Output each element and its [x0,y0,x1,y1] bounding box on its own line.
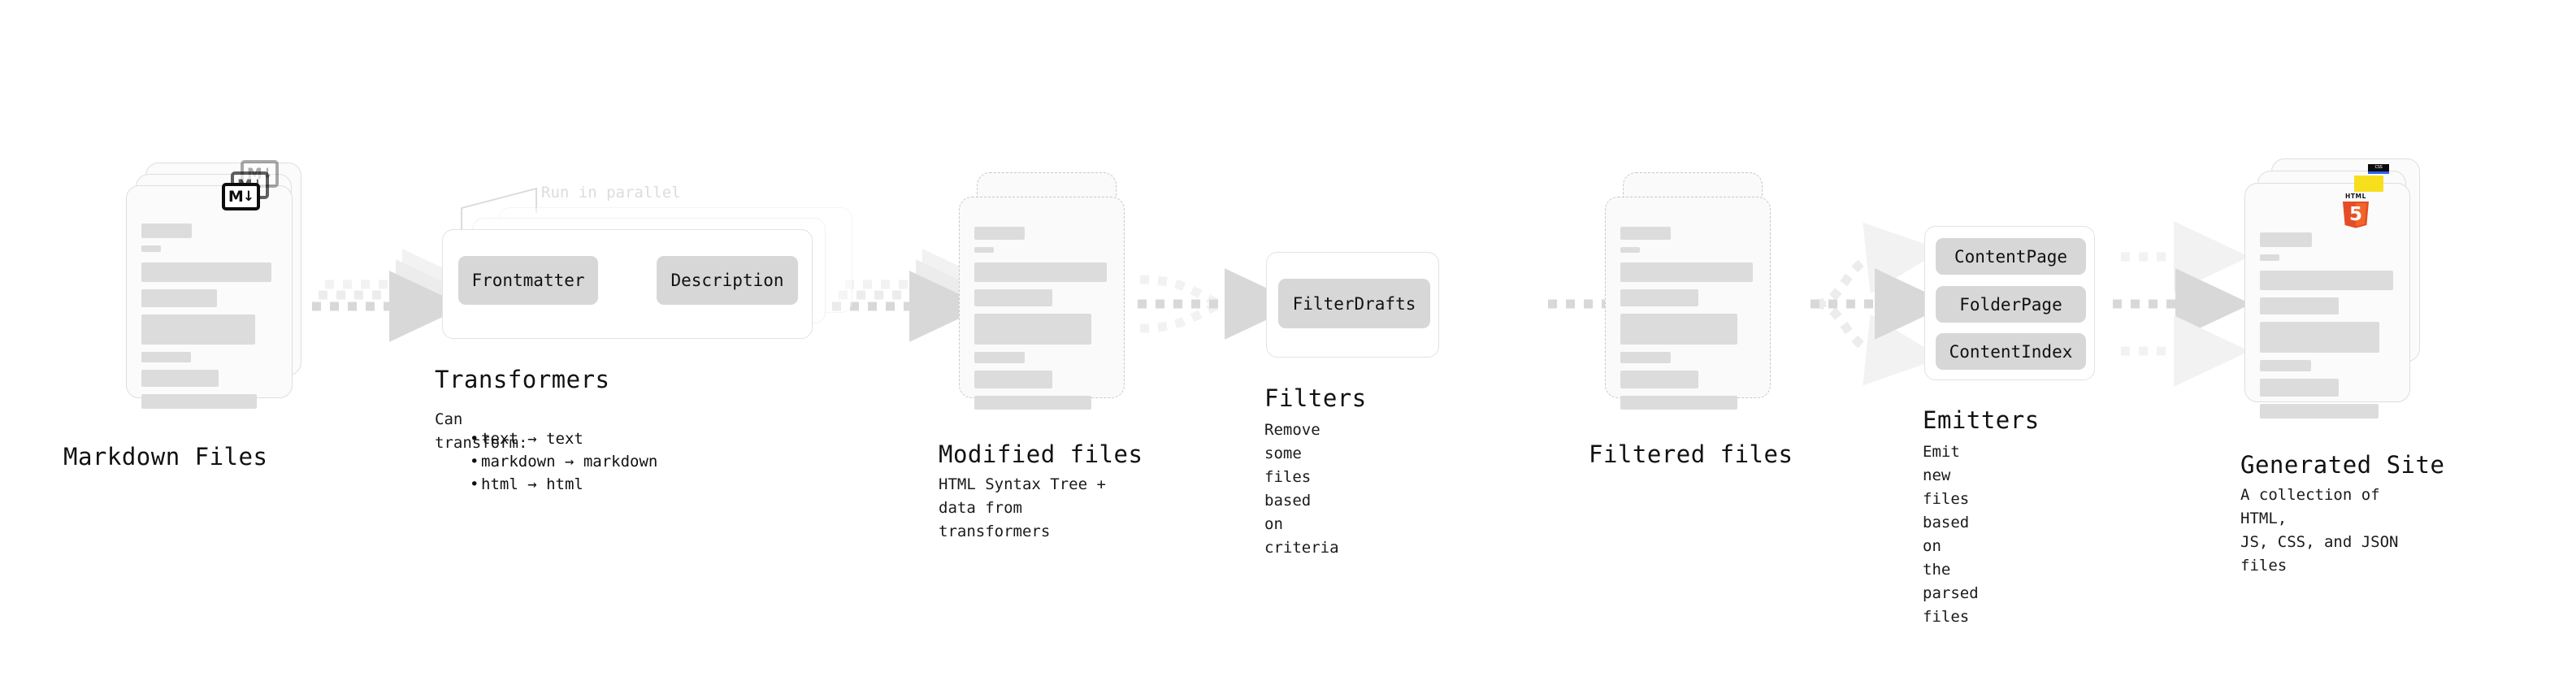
connector-modified-to-filters [1138,268,1301,340]
stage-markdown-files: M↓ M↓ M↓ Markdown Files [63,160,301,471]
filtered-file-stack [1605,172,1780,416]
connector-emitters-to-site [2113,221,2252,387]
skeleton-bar [141,289,217,307]
file-sheet-front [2244,183,2410,419]
stage-subtitle-modified-files: HTML Syntax Tree + data from transformer… [939,475,1106,540]
stage-subtitle-transformers: Can transform: [435,410,528,452]
emitters-box: ContentPage FolderPage ContentIndex [1924,226,2095,380]
transformer-bullet-list: •text → text •markdown → markdown •html … [453,427,657,496]
skeleton-bar [141,352,191,362]
stage-modified-files: Modified files HTML Syntax Tree + data f… [939,172,1143,540]
skeleton-bar [1620,371,1698,388]
skeleton-bar [1620,289,1698,306]
filter-chip-filterdrafts[interactable]: FilterDrafts [1278,279,1430,328]
file-sheet-front [126,185,293,409]
bullet-dot: • [470,453,479,471]
stage-title-emitters: Emitters [1923,406,2040,434]
markdown-icon: M↓ [222,183,260,210]
emitter-chip-folderpage[interactable]: FolderPage [1936,286,2086,323]
skeleton-bar [2260,297,2339,314]
skeleton-bar [974,262,1107,282]
transformer-bullet-text: html → html [481,475,583,493]
stage-title-modified-files: Modified files [939,440,1143,468]
stage-title-transformers: Transformers [435,366,610,393]
file-skeleton-bars [1620,227,1757,417]
generated-site-stack: CSS HTML 5 [2244,158,2420,419]
stage-subtitle-emitters: Emit new files based on the parsed files [1923,443,1979,626]
file-skeleton-bars [974,227,1111,417]
bullet-dot: • [470,430,479,448]
svg-text:HTML: HTML [2345,193,2366,200]
transformer-bullet-text: markdown → markdown [481,453,658,471]
transformer-chip-frontmatter[interactable]: Frontmatter [458,256,598,305]
file-sheet-front [1605,197,1771,410]
stage-filtered-files: Filtered files [1589,172,1793,468]
file-sheet-front [959,197,1125,410]
skeleton-bar [974,371,1052,388]
transformer-box-front: Frontmatter Description [442,229,813,339]
emitter-chip-contentindex[interactable]: ContentIndex [1936,333,2086,370]
markdown-icon-letter: M [228,187,244,206]
skeleton-bar [1620,227,1671,240]
css3-icon: CSS [2368,164,2389,174]
file-skeleton-bars [141,223,279,416]
connector-filtered-to-emitters [1811,222,1951,386]
skeleton-bar [1620,396,1737,410]
file-skeleton-bars [2260,232,2396,426]
markdown-file-stack: M↓ M↓ M↓ [126,160,301,409]
skeleton-bar [2260,379,2339,397]
skeleton-bar [141,223,192,238]
skeleton-bar [2260,404,2379,419]
stage-generated-site: CSS HTML 5 Generated Site A collection o… [2240,158,2444,575]
stage-title-markdown-files: Markdown Files [63,443,268,471]
skeleton-bar [974,227,1025,240]
skeleton-bar [974,289,1052,306]
skeleton-bar [141,394,257,409]
skeleton-bar [1620,262,1753,282]
emitter-chip-contentpage[interactable]: ContentPage [1936,238,2086,275]
skeleton-bar [2260,254,2279,261]
stage-title-filtered-files: Filtered files [1589,440,1793,468]
skeleton-bar [141,262,271,282]
transformer-chip-description[interactable]: Description [657,256,798,305]
bullet-dot: • [470,475,479,493]
skeleton-bar [141,314,255,345]
stage-subtitle-filters: Remove some files based on criteria [1264,421,1339,557]
skeleton-bar [1620,247,1640,253]
javascript-icon [2354,176,2383,192]
skeleton-bar [2260,360,2311,371]
skeleton-bar [974,352,1025,363]
html5-icon: HTML 5 [2340,191,2372,228]
transformer-bullet: •text → text [470,427,657,450]
skeleton-bar [2260,271,2393,290]
stage-subtitle-generated-site: A collection of HTML, JS, CSS, and JSON … [2240,486,2399,575]
stage-title-generated-site: Generated Site [2240,451,2445,479]
svg-text:5: 5 [2349,204,2362,225]
markdown-icon-arrow: ↓ [242,188,254,205]
skeleton-bar [974,396,1091,410]
skeleton-bar [1620,314,1737,345]
stage-title-filters: Filters [1264,384,1367,412]
transformer-bullet-text: text → text [481,430,583,448]
skeleton-bar [974,314,1091,345]
skeleton-bar [974,247,994,253]
transformer-bullet: •html → html [470,473,657,496]
skeleton-bar [141,370,219,387]
skeleton-bar [1620,352,1671,363]
modified-file-stack [959,172,1134,416]
transformer-bullet: •markdown → markdown [470,450,657,473]
skeleton-bar [141,245,161,252]
connector-markdown-to-transformers [312,249,479,342]
run-in-parallel-label: Run in parallel [541,184,681,202]
skeleton-bar [2260,232,2312,247]
filters-box: FilterDrafts [1266,252,1439,358]
skeleton-bar [2260,322,2379,353]
